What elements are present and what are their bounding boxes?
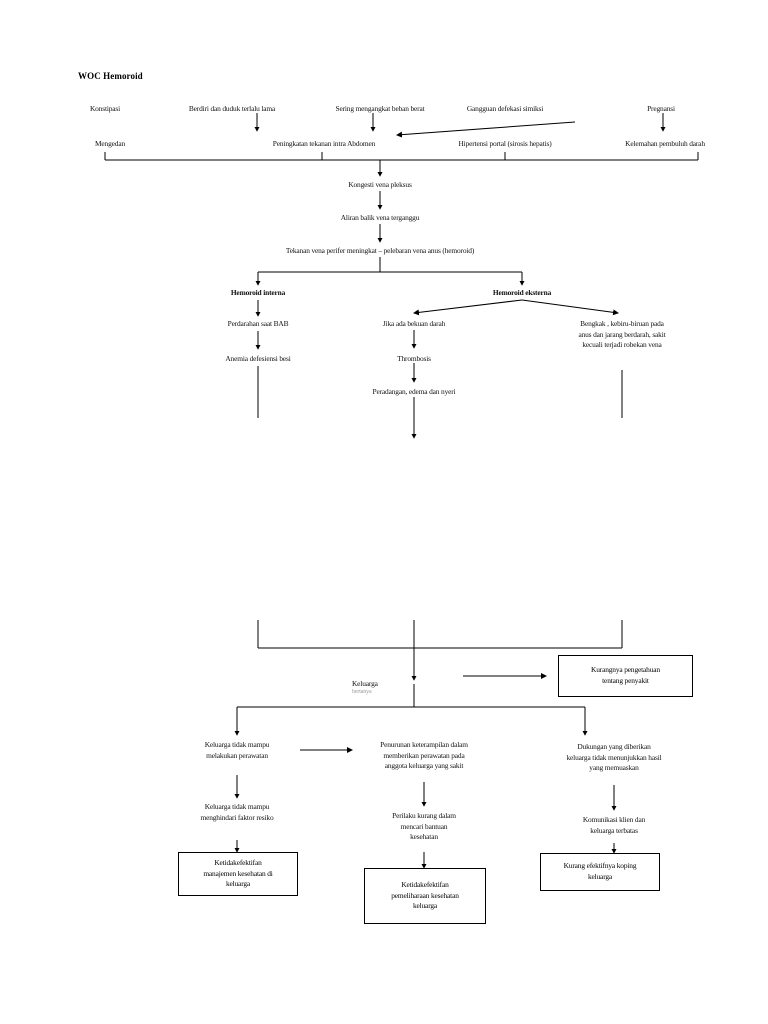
box-ketidakefektifan-manajemen-kesehatan: Ketidakefektifan manajemen kesehatan di … <box>178 852 298 896</box>
node-aliran-balik-vena: Aliran balik vena terganggu <box>340 213 420 222</box>
box-ketidakefektifan-pemeliharaan-kesehatan: Ketidakefektifan pemeliharaan kesehatan … <box>364 868 486 924</box>
node-perdarahan-saat-bab: Perdarahan saat BAB <box>227 319 289 328</box>
box-kurang-efektifnya-koping: Kurang efektifnya koping keluarga <box>540 853 660 891</box>
node-komunikasi-terbatas: Komunikasi klien dan keluarga terbatas <box>582 815 646 835</box>
node-gangguan-defekasi: Gangguan defekasi simiksi <box>466 104 544 113</box>
node-konstipasi: Konstipasi <box>89 104 121 113</box>
node-thrombosis: Thrombosis <box>397 354 431 363</box>
node-tekanan-vena-perifer: Tekanan vena perifer meningkat – pelebar… <box>285 246 475 255</box>
node-hipertensi-portal: Hipertensi portal (sirosis hepatis) <box>458 139 552 148</box>
node-peningkatan-tekanan-abdomen: Peningkatan tekanan intra Abdomen <box>272 139 376 148</box>
node-keluarga-tidak-mampu-merawat: Keluarga tidak mampu melakukan perawatan <box>204 740 270 760</box>
node-jika-ada-bekuan-darah: Jika ada bekuan darah <box>382 319 446 328</box>
node-pregnansi: Pregnansi <box>647 104 675 113</box>
node-mengedan: Mengedan <box>95 139 125 148</box>
node-bengkak-kebiru-biruan: Bengkak , kebiru-biruan pada anus dan ja… <box>578 319 666 350</box>
node-keluarga-hub: Keluarga bertanya <box>352 668 378 707</box>
node-berdiri-duduk-lama: Berdiri dan duduk terlalu lama <box>188 104 276 113</box>
node-keluarga-tidak-mampu-hindari-resiko: Keluarga tidak mampu menghindari faktor … <box>200 802 274 822</box>
node-kongesti-vena-pleksus: Kongesti vena pleksus <box>348 180 412 189</box>
node-peradangan-edema-nyeri: Peradangan, edema dan nyeri <box>372 387 456 396</box>
node-anemia-defesiensi-besi: Anemia defesiensi besi <box>225 354 291 363</box>
node-mengangkat-beban-berat: Sering mengangkat beban berat <box>335 104 425 113</box>
node-keluarga-hub-sublabel: bertanya <box>352 689 372 696</box>
node-penurunan-keterampilan: Penurunan keterampilan dalam memberikan … <box>380 740 468 771</box>
box-kurangnya-pengetahuan: Kurangnya pengetahuan tentang penyakit <box>558 655 693 697</box>
page-title: WOC Hemoroid <box>78 71 143 81</box>
node-hemoroid-interna: Hemoroid interna <box>230 288 286 297</box>
node-kelemahan-pembuluh-darah: Kelemahan pembuluh darah <box>625 139 705 148</box>
node-perilaku-kurang-mencari-bantuan: Perilaku kurang dalam mencari bantuan ke… <box>392 811 456 842</box>
node-dukungan-tidak-memuaskan: Dukungan yang diberikan keluarga tidak m… <box>566 742 662 773</box>
node-keluarga-hub-label: Keluarga <box>352 678 378 688</box>
node-hemoroid-eksterna: Hemoroid eksterna <box>492 288 552 297</box>
